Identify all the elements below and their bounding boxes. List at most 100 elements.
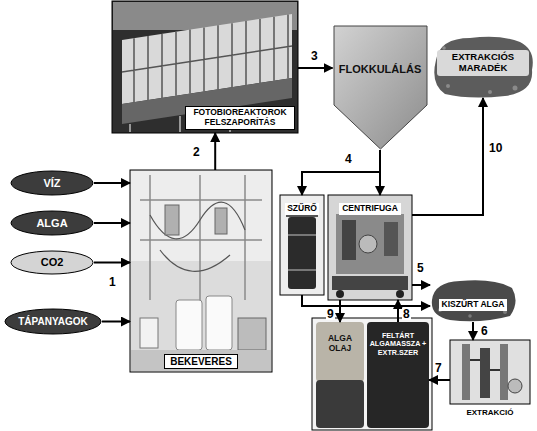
node-text: SZŰRŐ [285, 203, 319, 215]
node-text: BEKEVERES [164, 354, 238, 370]
art-rect [332, 276, 408, 290]
flow-arrow [102, 321, 130, 323]
art-circle [336, 290, 344, 298]
art-rect [176, 300, 202, 350]
text-holder: ALGA OLAJ [316, 334, 364, 355]
jars-photo [312, 318, 432, 430]
input-oval: CO2 [10, 250, 94, 275]
callout-number: 9 [326, 308, 335, 320]
callout-number: 6 [480, 325, 489, 337]
filter-box: SZŰRŐ [280, 195, 324, 295]
funnel-shape [334, 26, 427, 149]
art-rect [238, 318, 266, 350]
callout-number: 2 [192, 146, 201, 158]
art-rect [500, 344, 508, 400]
art-circle [446, 84, 450, 88]
extraction-photo [450, 340, 530, 404]
text-holder: EXTRAKCIÓ [450, 401, 530, 419]
text-holder: BEKEVERES [130, 351, 272, 370]
residue-photo [434, 37, 533, 98]
mixing-lab-photo [130, 170, 272, 372]
art-rect [280, 195, 324, 295]
node-text: FLOKKULÁLÁS [339, 63, 422, 76]
node-text: CO2 [41, 256, 64, 269]
flow-arrow [302, 295, 430, 306]
art-path [150, 202, 245, 271]
callout-number: 1 [108, 276, 117, 288]
text-holder: CENTRIFUGA [328, 197, 412, 215]
oval-shape [11, 211, 93, 235]
text-holder: TÁPANYAGOK [4, 308, 102, 335]
node-text: KISZŰRT ALGA [439, 299, 508, 311]
callout-number: 5 [416, 262, 425, 274]
node-text: VÍZ [43, 177, 60, 190]
callout-number: 10 [488, 142, 503, 154]
art-rect [480, 348, 490, 398]
flow-arrow [94, 222, 130, 224]
biomass-jar: FELTÁRT ALGAMASSZA + EXTR.SZER [367, 322, 429, 428]
text-holder: FOTOBIOREAKTOROK FELSZAPORÍTÁS [185, 106, 295, 130]
node-text: FELTÁRT ALGAMASSZA + EXTR.SZER [368, 332, 428, 357]
oval-shape [11, 171, 93, 195]
flow-arrow [339, 300, 341, 322]
flow-arrow [214, 133, 216, 170]
filtered-algae-photo [432, 280, 516, 321]
text-holder: CO2 [10, 250, 94, 275]
art-rect [316, 380, 364, 428]
oval-shape [11, 251, 93, 274]
mixing-photo-box: BEKEVERES [130, 170, 272, 372]
text-holder: ALGA [10, 210, 94, 236]
input-oval: VÍZ [10, 170, 94, 196]
art-rect [450, 340, 530, 404]
callout-number: 8 [402, 308, 411, 320]
art-path [434, 37, 533, 98]
art-rect [140, 318, 158, 348]
flow-arrow [429, 379, 450, 381]
art-rect [462, 344, 470, 400]
flow-arrow [472, 322, 474, 340]
art-rect [215, 208, 227, 234]
flow-arrow [397, 300, 399, 322]
node-text: CENTRIFUGA [339, 203, 401, 215]
art-rect [288, 217, 316, 289]
art-rect [165, 205, 179, 235]
extraction-box: EXTRAKCIÓ [450, 340, 530, 420]
callout-number: 3 [310, 50, 319, 62]
filter-photo [280, 195, 324, 295]
flocculation-funnel: FLOKKULÁLÁS [333, 25, 428, 150]
text-holder: EXTRAKCIÓS MARADÉK [432, 50, 534, 76]
residue-box: EXTRAKCIÓS MARADÉK [432, 36, 534, 98]
photobioreactor-photo [112, 1, 298, 133]
art-circle [513, 86, 518, 91]
art-rect [336, 214, 404, 274]
art-rect [328, 195, 412, 300]
text-holder: SZŰRŐ [280, 197, 324, 215]
art-circle [359, 235, 377, 253]
text-holder: FLOKKULÁLÁS [333, 59, 428, 77]
art-path [288, 235, 316, 270]
flow-arrow [298, 67, 333, 69]
art-circle [396, 290, 404, 298]
art-rect [316, 322, 364, 382]
centrifuge-photo [328, 195, 412, 300]
input-oval: ALGA [10, 210, 94, 236]
node-text: EXTRAKCIÓS MARADÉK [437, 50, 529, 76]
art-rect [342, 220, 356, 260]
art-path [432, 280, 516, 321]
art-circle [488, 90, 492, 94]
centrifuge-box: CENTRIFUGA [328, 195, 412, 300]
callout-number: 4 [344, 153, 353, 165]
art-path [470, 360, 500, 370]
art-rect [367, 322, 429, 428]
art-rect [131, 350, 271, 371]
art-rect [131, 171, 271, 261]
art-rect [112, 1, 298, 133]
oval-shape [5, 309, 101, 334]
flow-arrow [412, 98, 483, 215]
flow-arrow [94, 262, 130, 264]
photobioreactor-photo-box: FOTOBIOREAKTOROK FELSZAPORÍTÁS [112, 1, 298, 133]
art-rect [384, 222, 398, 256]
art-path [140, 175, 262, 300]
